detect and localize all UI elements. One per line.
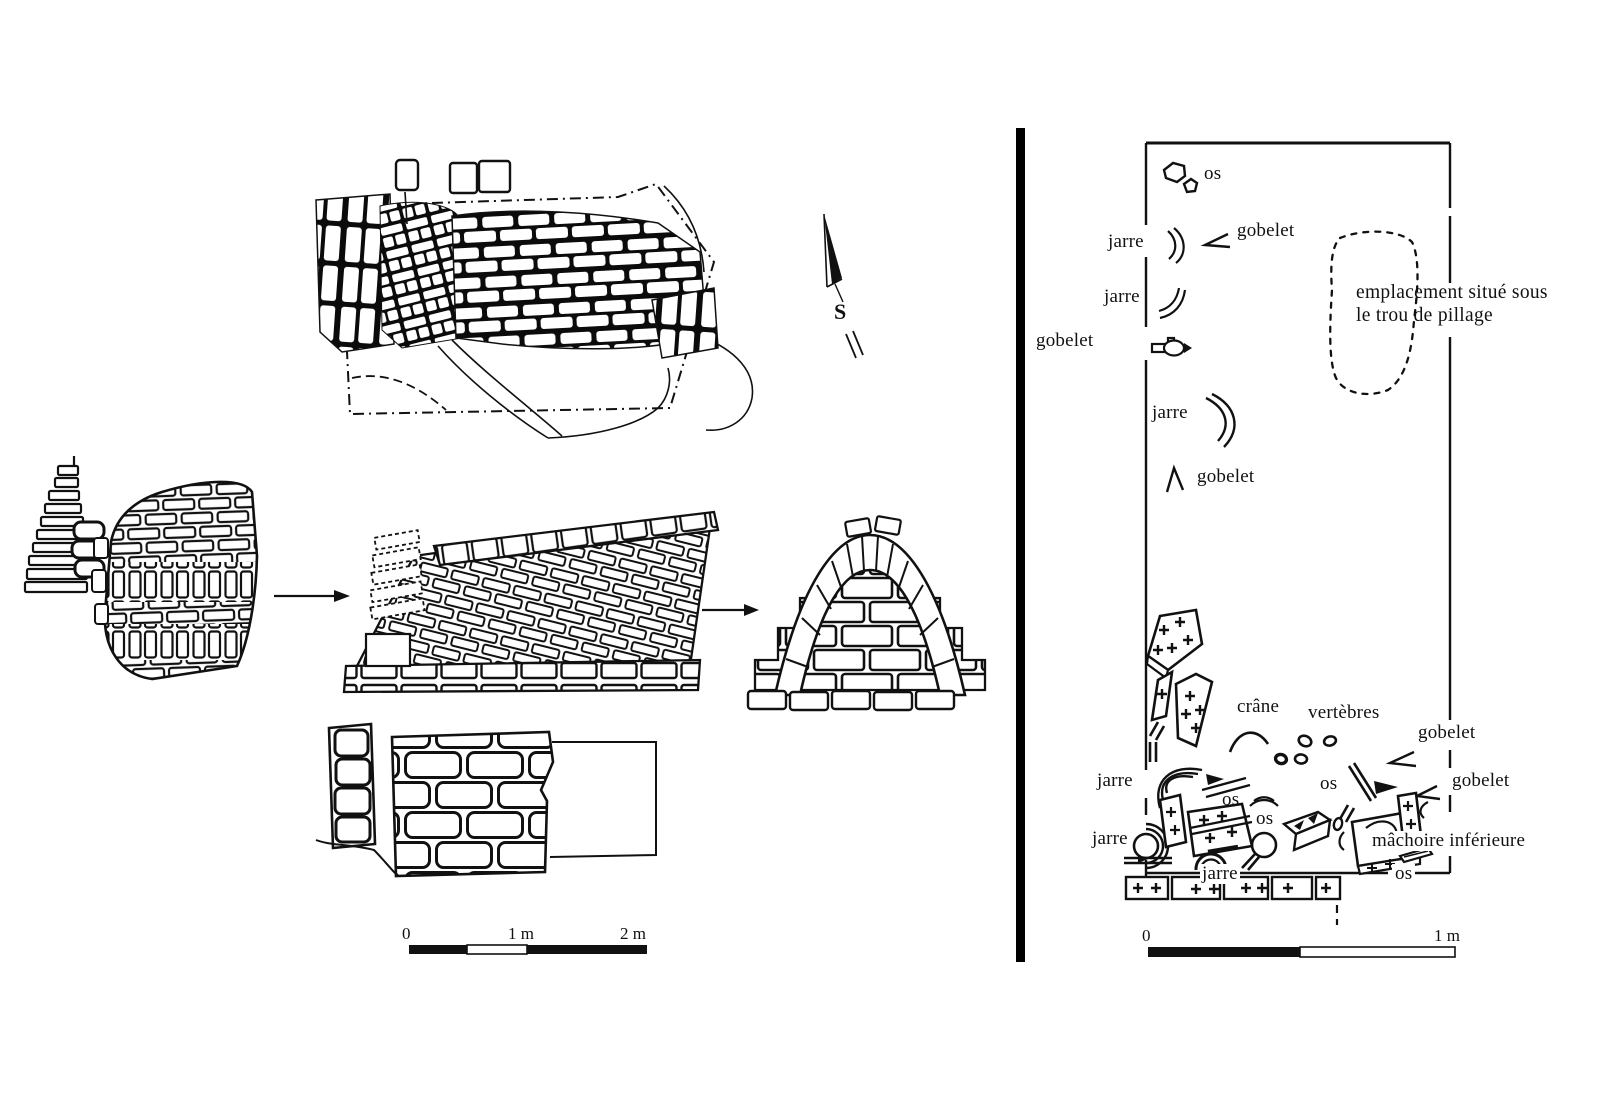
os-bone-3 <box>1332 762 1398 851</box>
jarre-symbol-1 <box>1167 227 1185 264</box>
os-bones-2 <box>1201 776 1251 799</box>
gobelet-symbol-5 <box>1412 784 1441 819</box>
label-vertebres: vertèbres <box>1308 702 1380 723</box>
label-jarre-3: jarre <box>1152 402 1188 423</box>
north-arrow <box>823 213 864 359</box>
os-symbol-4 <box>1241 796 1279 871</box>
right-scale-tick-0: 0 <box>1142 926 1151 945</box>
jarre-symbol-4 <box>1157 767 1224 809</box>
gobelet-symbol-4 <box>1385 750 1417 768</box>
panel-divider <box>1016 128 1025 962</box>
label-os-4: os <box>1256 808 1274 829</box>
label-os-3: os <box>1320 773 1338 794</box>
arch-cross-section <box>746 515 987 712</box>
left-scale-tick-0: 0 <box>402 924 411 943</box>
label-os-1: os <box>1204 163 1222 184</box>
gobelet-symbol-3 <box>1165 464 1185 493</box>
brick-with-crosses-small <box>1158 793 1188 849</box>
brick-slab-with-crosses <box>1186 802 1254 858</box>
wall-elevation <box>315 722 657 878</box>
label-jarre-4: jarre <box>1097 770 1133 791</box>
label-gobelet-1: gobelet <box>1237 220 1295 241</box>
brick-box-3d <box>1281 810 1333 852</box>
jarre-symbol-3 <box>1205 392 1236 448</box>
label-jarre-5: jarre <box>1092 828 1128 849</box>
gobelet-symbol-1 <box>1200 232 1231 249</box>
right-scale-bar <box>1148 946 1456 958</box>
crane-symbol <box>1228 731 1270 753</box>
pillage-note-line2: le trou de pillage <box>1356 305 1493 326</box>
left-scale-bar <box>409 944 647 955</box>
bone-fragments-top <box>1162 161 1199 194</box>
label-jarre-1: jarre <box>1108 231 1144 252</box>
north-s-label: S <box>834 299 847 324</box>
corbel-profile <box>23 456 89 594</box>
ladder-lines <box>1124 855 1172 865</box>
label-os-5: os <box>1392 864 1416 884</box>
label-os-2: os <box>1222 789 1240 810</box>
label-gobelet-5: gobelet <box>1452 770 1510 791</box>
pillage-hole-outline <box>1329 230 1419 396</box>
plan-view-collapsed-vault <box>315 158 754 439</box>
vertebres-symbols <box>1273 734 1338 766</box>
tomb-plan-outline <box>1144 141 1452 925</box>
gobelet-symbol-2 <box>1150 336 1192 357</box>
label-gobelet-3: gobelet <box>1197 466 1255 487</box>
wall-fragment <box>91 480 259 681</box>
label-gobelet-4: gobelet <box>1418 722 1476 743</box>
vault-axonometric <box>342 510 720 694</box>
left-scale-tick-2m: 2 m <box>620 924 646 943</box>
left-scale-tick-1m: 1 m <box>508 924 534 943</box>
right-scale-tick-1m: 1 m <box>1434 926 1460 945</box>
label-jarre-2: jarre <box>1104 286 1140 307</box>
label-machoire-inferieure: mâchoire inférieure <box>1370 830 1528 851</box>
pillage-note-line1: emplacement situé sous <box>1356 282 1548 303</box>
jarre-symbol-2 <box>1158 287 1187 320</box>
decorated-bricks-cluster <box>1145 608 1214 762</box>
construction-arrow-1 <box>274 590 350 602</box>
label-gobelet-2: gobelet <box>1036 330 1094 351</box>
construction-arrow-2 <box>702 604 759 616</box>
label-jarre-6: jarre <box>1200 863 1240 884</box>
label-crane: crâne <box>1237 696 1280 717</box>
